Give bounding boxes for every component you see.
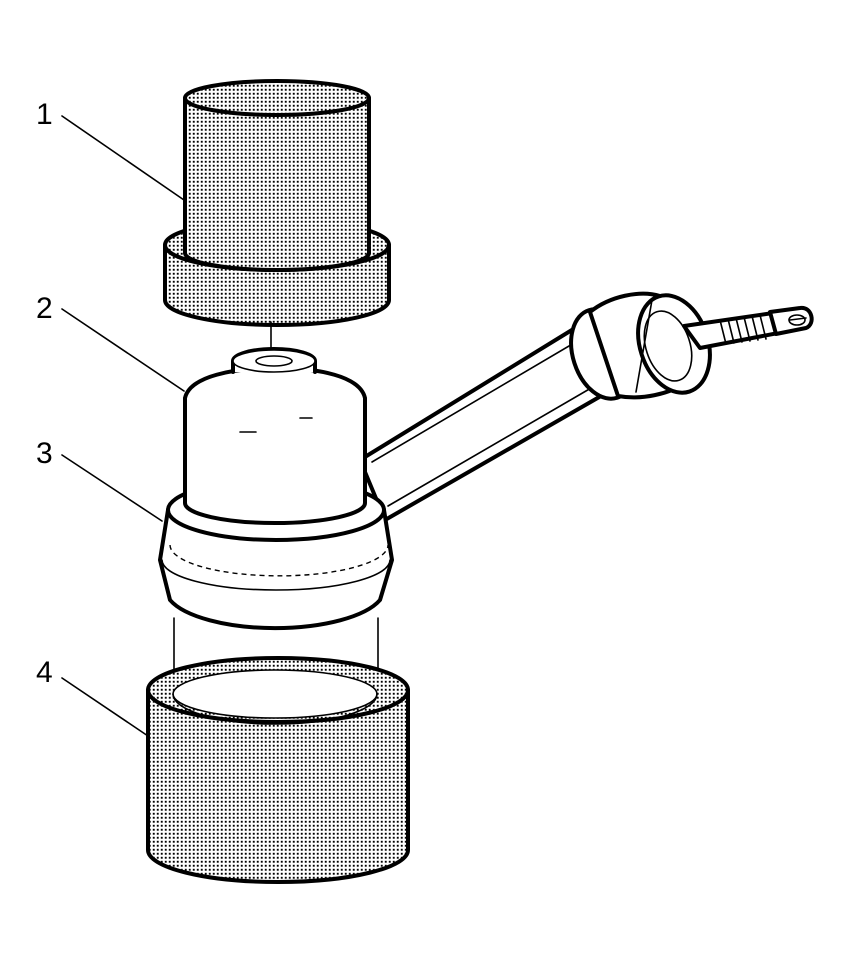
part-1-upper-adapter	[163, 79, 391, 327]
callout-4: 4	[36, 656, 149, 737]
part-2-bushing	[183, 347, 367, 525]
callout-1-number: 1	[36, 98, 53, 131]
callout-3-number: 3	[36, 437, 53, 470]
callout-2-leader	[61, 308, 185, 392]
callout-4-number: 4	[36, 656, 53, 689]
callout-2-number: 2	[36, 292, 53, 325]
callout-2: 2	[36, 292, 185, 392]
callout-1-leader	[61, 115, 185, 201]
callout-3-leader	[61, 454, 163, 522]
callout-3: 3	[36, 437, 163, 522]
control-arm	[358, 291, 814, 522]
callout-4-leader	[61, 677, 149, 737]
callout-1: 1	[36, 98, 185, 201]
part-4-receiver-cup	[146, 656, 410, 884]
